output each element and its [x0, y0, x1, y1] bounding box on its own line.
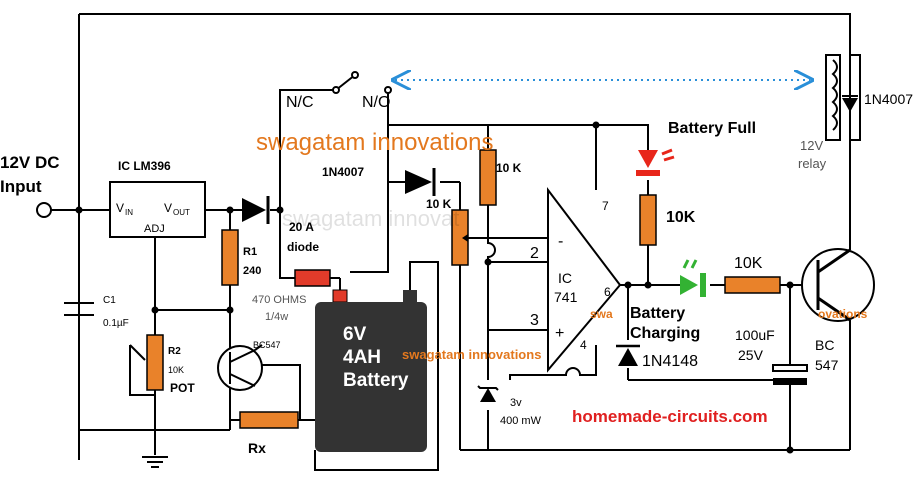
- label-20a-2: diode: [287, 240, 319, 254]
- ground-symbol: [142, 456, 168, 468]
- label-10k-b: 10 K: [426, 197, 452, 211]
- watermark-ovations: ovations: [818, 307, 868, 321]
- label-battery-3: Battery: [343, 370, 409, 391]
- label-pin6: 6: [604, 285, 611, 299]
- diode-1: [242, 196, 270, 224]
- label-c1-name: C1: [103, 295, 116, 306]
- label-r1-value: 240: [243, 265, 261, 277]
- diode-1n4148: [616, 344, 640, 366]
- label-pin3: 3: [530, 312, 539, 329]
- label-battery-2: 4AH: [343, 347, 381, 368]
- label-battery-1: 6V: [343, 324, 367, 345]
- label-battery-charging-1: Battery: [630, 305, 685, 322]
- label-10k-d: 10K: [734, 255, 763, 272]
- label-r2-name: R2: [168, 346, 181, 357]
- resistor-10k-base: [724, 276, 781, 294]
- label-pin2: 2: [530, 245, 539, 262]
- diode-1n4007: [405, 168, 436, 196]
- label-site: homemade-circuits.com: [572, 407, 768, 426]
- relay-contact: [332, 71, 392, 94]
- resistor-10k-top: [479, 149, 497, 206]
- label-ic: IC: [558, 270, 572, 286]
- label-battery-charging-2: Charging: [630, 325, 700, 342]
- input-terminal: [36, 202, 52, 218]
- resistor-r1: [221, 229, 239, 286]
- label-100uf-2: 25V: [738, 347, 764, 363]
- relay-coil: [825, 54, 841, 141]
- label-10k-a: 10 K: [496, 161, 522, 175]
- label-input-word: Input: [0, 177, 42, 196]
- resistor-rx: [239, 411, 299, 429]
- label-470-1: 470 OHMS: [252, 294, 306, 306]
- label-zener-2: 400 mW: [500, 415, 542, 427]
- capacitor-c1: [64, 302, 94, 316]
- label-bc547-left: BC547: [253, 340, 281, 350]
- label-rx: Rx: [248, 440, 266, 456]
- opamp-741: [547, 187, 622, 373]
- label-relay-1: 12V: [800, 138, 823, 153]
- label-470-2: 1/4w: [265, 311, 288, 323]
- ic-lm396-box: [109, 181, 206, 238]
- label-741: 741: [554, 289, 578, 305]
- label-pot: POT: [170, 381, 195, 395]
- label-pin7: 7: [602, 199, 609, 213]
- label-bc-2: 547: [815, 357, 839, 373]
- watermark-mid: swagatam innovations: [402, 347, 541, 362]
- label-1n4007-b: 1N4007: [864, 91, 913, 107]
- watermarks: swagatam innovations swagatam innovat sw…: [256, 129, 868, 362]
- label-vout: V: [164, 201, 172, 215]
- watermark-main: swagatam innovations: [256, 129, 493, 156]
- led-red: [636, 148, 675, 176]
- label-relay-no: N/O: [362, 94, 390, 111]
- pot-r2: [146, 334, 164, 391]
- labels: 12V DC Input IC LM396 V IN V OUT ADJ C1 …: [0, 91, 913, 456]
- label-ic-lm396: IC LM396: [118, 159, 171, 173]
- wires: [50, 13, 861, 471]
- label-r1-name: R1: [243, 246, 257, 258]
- capacitor-100uf: [772, 364, 808, 385]
- transistor-bc547-left: [217, 344, 263, 391]
- label-adj: ADJ: [144, 223, 165, 235]
- label-1n4007-a: 1N4007: [322, 165, 364, 179]
- resistor-470: [294, 269, 331, 287]
- label-vin-sub: IN: [125, 208, 133, 217]
- transistor-bc547-right: [801, 248, 875, 322]
- zener-diode: [477, 385, 499, 402]
- diode-relay: [842, 95, 858, 112]
- label-plus: +: [555, 325, 564, 342]
- resistor-10k-led: [639, 194, 657, 246]
- label-pin4: 4: [580, 338, 587, 352]
- label-100uf-1: 100uF: [735, 327, 775, 343]
- label-c1-value: 0.1µF: [103, 318, 129, 329]
- label-vout-sub: OUT: [173, 208, 190, 217]
- label-minus: -: [558, 233, 563, 250]
- label-relay-nc: N/C: [286, 94, 314, 111]
- label-input-voltage: 12V DC: [0, 153, 60, 172]
- label-1n4148: 1N4148: [642, 353, 698, 370]
- watermark-swa: swa: [590, 307, 613, 321]
- label-10k-c: 10K: [666, 209, 696, 226]
- led-green: [680, 259, 706, 297]
- label-zener-1: 3v: [510, 397, 522, 409]
- watermark-faint: swagatam innovat: [282, 206, 459, 231]
- label-20a-1: 20 A: [289, 220, 314, 234]
- label-relay-2: relay: [798, 156, 827, 171]
- label-bc-1: BC: [815, 337, 834, 353]
- label-vin: V: [116, 201, 124, 215]
- battery: [315, 289, 427, 452]
- label-r2-value: 10K: [168, 365, 184, 375]
- label-battery-full: Battery Full: [668, 120, 756, 137]
